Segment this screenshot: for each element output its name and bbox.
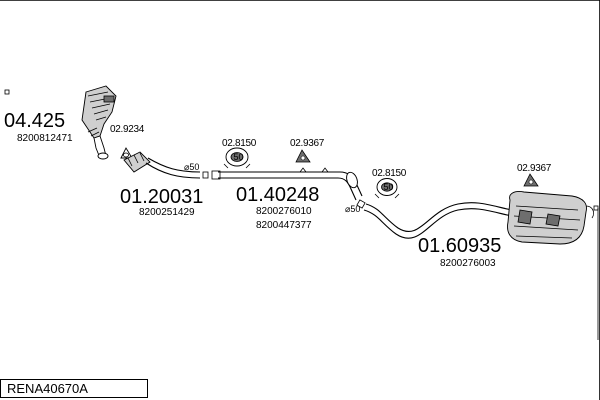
middle-pipe-0140248[interactable] xyxy=(211,167,363,201)
diagram-reference-box: RENA40670A xyxy=(0,379,148,398)
fitting-number-029367-rear: 02.9367 xyxy=(517,163,552,174)
gasket-029234[interactable] xyxy=(120,147,133,159)
fitting-number-029234: 02.9234 xyxy=(110,124,145,135)
oe-number-8200251429: 8200251429 xyxy=(139,207,195,218)
part-number-0140248: 01.40248 xyxy=(236,184,319,206)
oe-number-8200276003: 8200276003 xyxy=(440,258,496,269)
part-number-0120031: 01.20031 xyxy=(120,186,203,208)
oe-number-8200447377: 8200447377 xyxy=(256,220,312,231)
clamp-size-front: 50 xyxy=(234,152,244,162)
clamp-028150-front[interactable]: 50 xyxy=(223,147,251,169)
catalytic-converter-04425[interactable] xyxy=(81,85,117,160)
diameter-label-rear: ⌀50 xyxy=(345,204,360,214)
rubber-hanger-029367-middle[interactable] xyxy=(295,149,311,163)
diagram-reference-code: RENA40670A xyxy=(7,381,88,396)
fitting-number-029367-middle: 02.9367 xyxy=(290,138,325,149)
fitting-number-028150-rear: 02.8150 xyxy=(372,168,407,179)
diameter-label-front: ⌀50 xyxy=(184,162,199,172)
part-number-04425: 04.425 xyxy=(4,110,65,132)
rubber-hanger-029367-rear[interactable] xyxy=(523,173,539,187)
part-number-0160935: 01.60935 xyxy=(418,235,501,257)
clamp-size-rear: 50 xyxy=(384,182,394,192)
oe-number-8200276010: 8200276010 xyxy=(256,206,312,217)
clamp-028150-rear[interactable]: 50 xyxy=(374,178,400,199)
oe-number-8200812471: 8200812471 xyxy=(17,133,73,144)
rear-silencer-0160935[interactable] xyxy=(356,191,594,245)
fitting-number-028150-front: 02.8150 xyxy=(222,138,257,149)
front-pipe-0120031[interactable] xyxy=(123,151,209,179)
